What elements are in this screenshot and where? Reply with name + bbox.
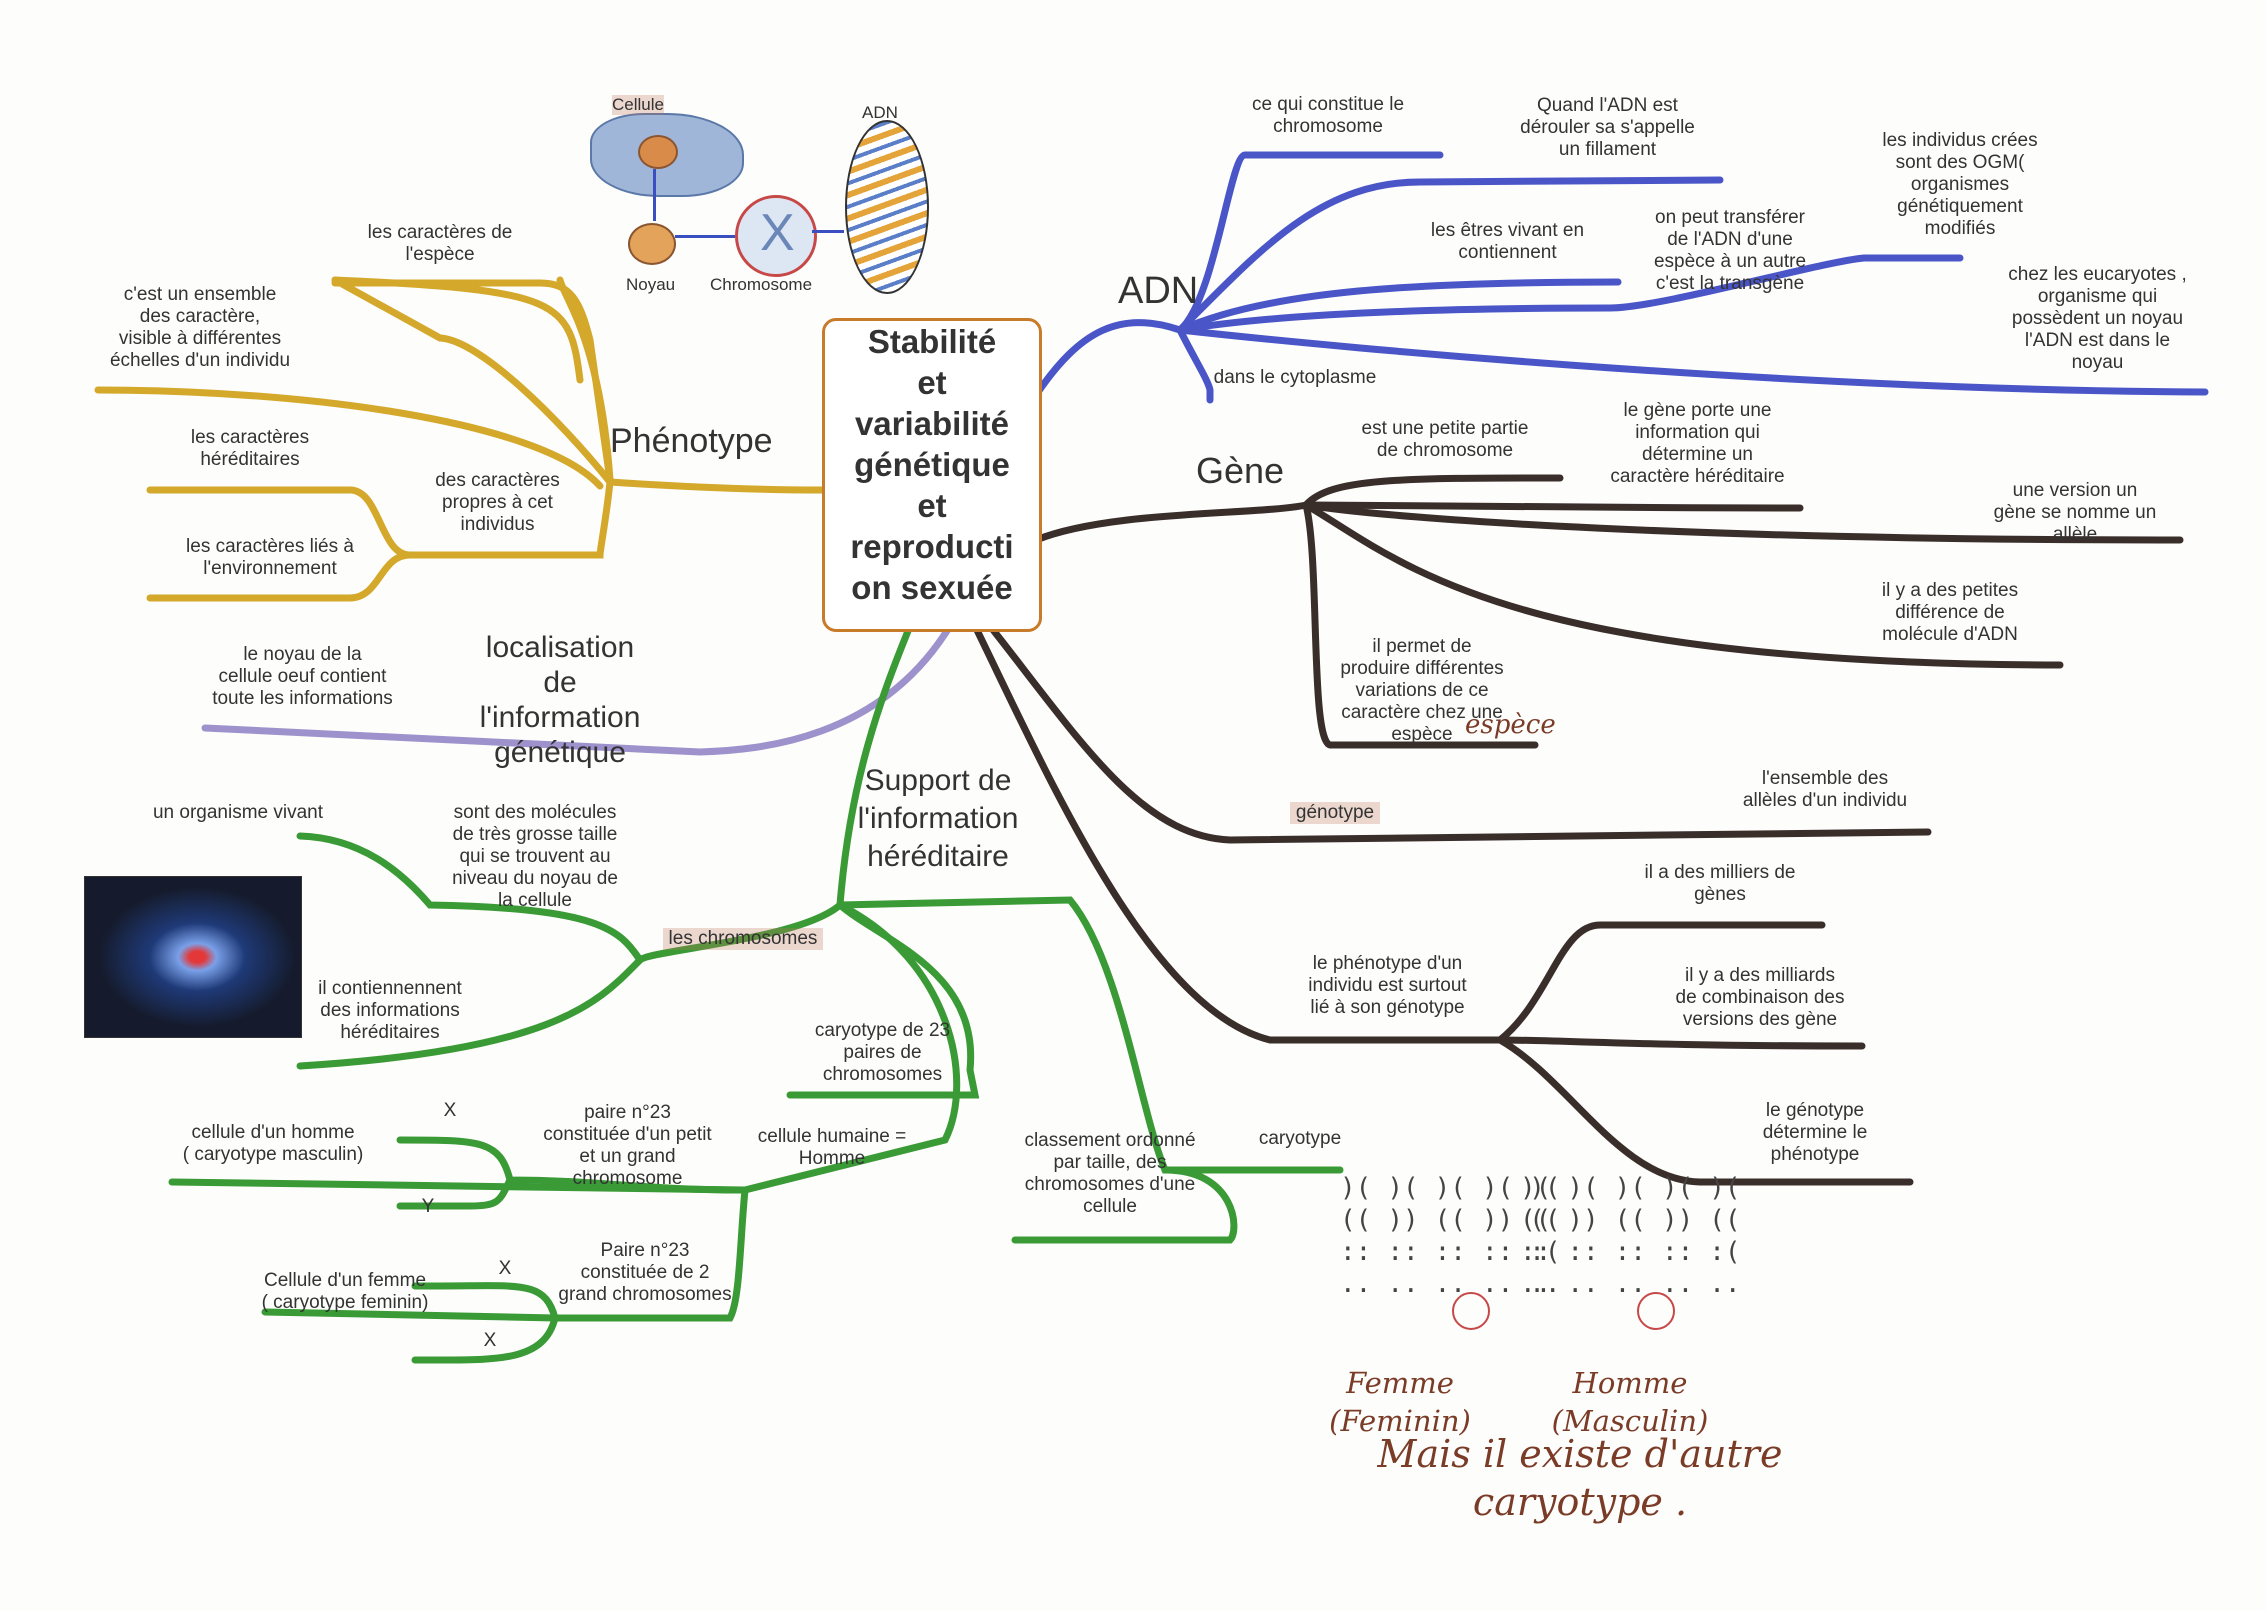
label-contiennent-informations: il contiennennent des informations héréd…	[318, 978, 462, 1043]
label-adn-constitue: ce qui constitue le chromosome	[1251, 94, 1405, 137]
label-adn-deroule: Quand l'ADN est dérouler sa s'appelle un…	[1520, 95, 1695, 160]
label-femme-handwritten: Femme (Feminin)	[1329, 1366, 1471, 1438]
nucleus-icon	[638, 135, 678, 169]
branch-adn: ADN	[1118, 270, 1199, 312]
label-adn-eucaryotes: chez les eucaryotes , organisme qui poss…	[2008, 264, 2187, 373]
adn-illus-label: ADN	[862, 103, 898, 122]
label-gene-variations: il permet de produire différentes variat…	[1340, 636, 1504, 745]
label-y: Y	[421, 1196, 435, 1217]
label-milliards-combinaisons: il y a des milliards de combinaison des …	[1675, 965, 1845, 1030]
chromosome-label: Chromosome	[710, 275, 813, 294]
branch-gene: Gène	[1196, 450, 1285, 491]
label-paire-femme: Paire n°23 constituée de 2 grand chromos…	[558, 1240, 732, 1305]
label-adn-contiennent: les êtres vivant en contiennent	[1430, 220, 1585, 263]
label-gene-differences: il y a des petites différence de molécul…	[1881, 580, 2019, 645]
central-topic: Stabilité et variabilité génétique et re…	[822, 318, 1042, 632]
karyotype-femme: )()()()()( (())(())(( :::::::::( .......…	[1340, 1173, 1561, 1299]
branch-support: Support de l'information héréditaire	[857, 764, 1019, 873]
label-x2: X	[498, 1258, 512, 1279]
label-genotype-determine: le génotype détermine le phénotype	[1762, 1100, 1868, 1165]
label-adn-cytoplasme: dans le cytoplasme	[1213, 367, 1377, 388]
label-milliers-genes: il a des milliers de gènes	[1644, 862, 1796, 905]
chromosome-x-icon: X	[760, 204, 795, 262]
karyotype-homme: )()()()()( (())(())(( :::::::::( .......…	[1520, 1173, 1741, 1299]
arrow-right-icon-2	[812, 230, 844, 233]
cell-illustration: X Cellule ADN Noyau Chromosome	[560, 95, 960, 305]
sex-chromosome-circle-femme	[1452, 1292, 1490, 1330]
label-caryotype-paires: caryotype de 23 paires de chromosomes	[814, 1020, 951, 1085]
label-paire-homme: paire n°23 constituée d'un petit et un g…	[543, 1102, 712, 1189]
label-x3: X	[483, 1330, 497, 1351]
label-phenotype-lie: le phénotype d'un individu est surtout l…	[1308, 953, 1467, 1018]
chromosome-circle-icon	[735, 195, 817, 277]
arrow-right-icon-1	[675, 235, 735, 238]
label-noyau-cellule-oeuf: le noyau de la cellule oeuf contient tou…	[212, 644, 393, 709]
label-caracteres-environnement: les caractères liés à l'environnement	[186, 536, 354, 579]
arrow-down-icon	[653, 169, 656, 221]
label-x1: X	[443, 1100, 457, 1121]
label-chromosomes: les chromosomes	[663, 928, 823, 950]
label-ensemble-alleles: l'ensemble des allèles d'un individu	[1742, 768, 1908, 811]
label-homme-handwritten: Homme (Masculin)	[1551, 1366, 1709, 1438]
sex-chromosome-circle-homme	[1637, 1292, 1675, 1330]
dna-oval-icon	[845, 120, 929, 294]
cellule-label: Cellule	[612, 95, 664, 115]
chromosome-photo	[84, 876, 302, 1038]
label-caryotype: caryotype	[1258, 1128, 1342, 1149]
noyau-icon	[628, 223, 676, 265]
label-gene-allele: une version un gène se nomme un allèle	[1993, 480, 2157, 545]
label-caracteres-espece: les caractères de l'espèce	[367, 222, 513, 265]
label-gene-espece-handwritten: espèce	[1465, 710, 1556, 740]
label-caracteres-propres: des caractères propres à cet individus	[435, 470, 560, 535]
label-cellule-humaine: cellule humaine = Homme	[757, 1126, 907, 1169]
label-classement: classement ordonné par taille, des chrom…	[1024, 1130, 1196, 1217]
label-organisme-vivant: un organisme vivant	[152, 802, 324, 823]
label-molecules: sont des molécules de très grosse taille…	[452, 802, 618, 911]
label-genotype: génotype	[1290, 802, 1380, 824]
label-ensemble-caracteres: c'est un ensemble des caractère, visible…	[109, 284, 291, 371]
label-adn-transgene: on peut transférer de l'ADN d'une espèce…	[1653, 207, 1807, 294]
noyau-label: Noyau	[626, 275, 676, 294]
label-cellule-femme: Cellule d'un femme ( caryotype feminin)	[261, 1270, 429, 1313]
label-cellule-homme: cellule d'un homme ( caryotype masculin)	[182, 1122, 364, 1165]
branch-phenotype: Phénotype	[610, 422, 773, 460]
label-caracteres-hereditaires: les caractères héréditaires	[190, 427, 310, 470]
branch-localisation: localisation de l'information génétique	[479, 631, 641, 769]
label-note-handwritten: Mais il existe d'autre caryotype .	[1377, 1432, 1783, 1524]
label-gene-partie: est une petite partie de chromosome	[1361, 418, 1529, 461]
label-adn-ogm: les individus crées sont des OGM( organi…	[1882, 130, 2038, 239]
label-gene-porte: le gène porte une information qui déterm…	[1610, 400, 1785, 487]
